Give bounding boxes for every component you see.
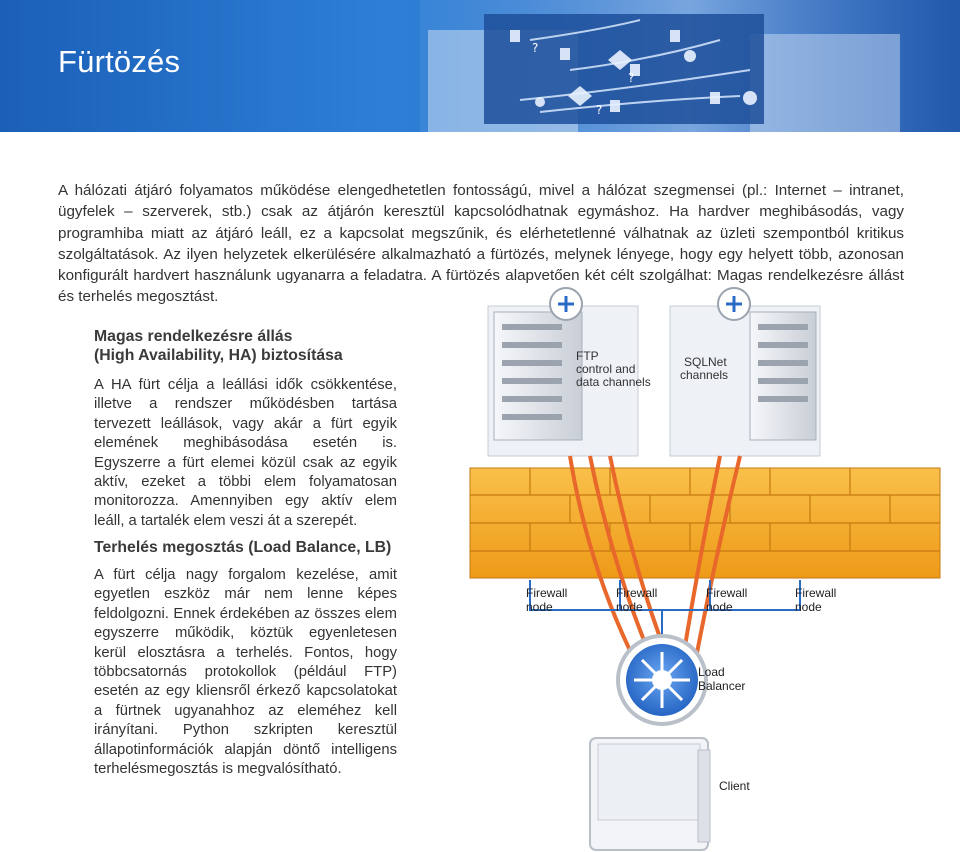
ha-body: A HA fürt célja a leállási idők csökkent… [94, 377, 397, 529]
ha-heading-line2: (High Availability, HA) biztosítása [94, 347, 343, 364]
svg-text:?: ? [596, 103, 602, 117]
firewall-node-3-line1: Firewall [706, 586, 747, 600]
header-flowchart-image: ? ? ? [420, 0, 960, 132]
ha-heading: Magas rendelkezésre állás (High Availabi… [94, 327, 414, 365]
lb-heading: Terhelés megosztás (Load Balance, LB) [94, 539, 392, 556]
server-badge-icon [726, 296, 742, 312]
ftp-server [487, 287, 639, 457]
page-title: Fürtözés [58, 44, 181, 79]
ftp-label-2: control and [576, 362, 635, 376]
header-banner: Fürtözés [0, 0, 960, 132]
svg-text:?: ? [628, 71, 634, 85]
ha-heading-line1: Magas rendelkezésre állás [94, 328, 293, 345]
firewall-node-4-line1: Firewall [795, 586, 836, 600]
lb-body: A fürt célja nagy forgalom kezelése, ami… [94, 567, 397, 778]
cluster-diagram: FTP control and data channels SQLNet cha… [469, 287, 941, 851]
intro-paragraph: A hálózati átjáró folyamatos működése el… [58, 182, 904, 306]
sqlnet-label-1: SQLNet [684, 355, 727, 369]
firewall-node-4-line2: node [795, 600, 822, 614]
sqlnet-label-2: channels [680, 368, 728, 382]
load-balancer-icon [616, 634, 708, 726]
sqlnet-server [669, 287, 821, 457]
firewall-node-2-line2: node [616, 600, 643, 614]
lb-label-2: Balancer [698, 679, 745, 693]
client-computer [589, 737, 711, 851]
firewall-node-1-line1: Firewall [526, 586, 567, 600]
ftp-label-1: FTP [576, 349, 599, 363]
client-label: Client [719, 779, 750, 793]
svg-text:?: ? [532, 41, 538, 55]
lb-label-1: Load [698, 665, 725, 679]
server-badge-icon [558, 296, 574, 312]
lb-connections [529, 580, 801, 650]
ftp-label-3: data channels [576, 375, 651, 389]
firewall-node-1-line2: node [526, 600, 553, 614]
firewall-node-2-line1: Firewall [616, 586, 657, 600]
firewall-node-3-line2: node [706, 600, 733, 614]
